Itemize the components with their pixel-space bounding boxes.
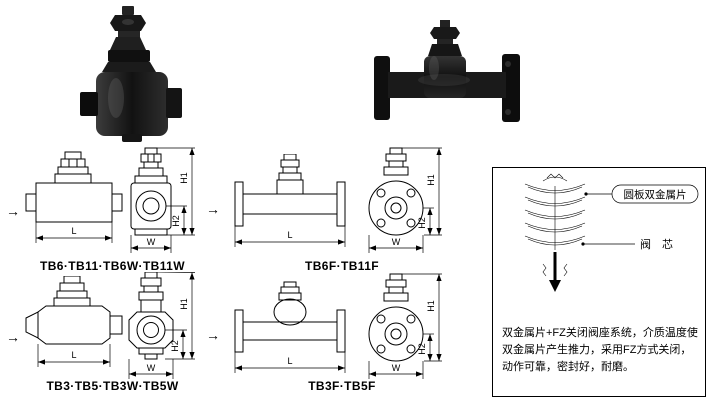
photo-flanged-steam-trap	[374, 20, 520, 122]
drawing-flanged-front-view-row2: H1 H2 W	[368, 273, 442, 379]
dimension-L: L	[37, 344, 111, 367]
dim-label-h1: H1	[426, 300, 436, 312]
flow-direction-arrow: →	[6, 329, 20, 345]
valve-core-label: 阀 芯	[640, 237, 673, 251]
dimension-W: W	[368, 235, 424, 253]
drawing-threaded-side-view-row2: L	[25, 276, 123, 367]
flow-direction-arrow: →	[206, 327, 220, 343]
drawing-flanged-side-view-row1: L	[234, 154, 346, 247]
model-caption-tb6-series: TB6·TB11·TB6W·TB11W	[40, 259, 185, 273]
bimetal-disc-label: 圆板双金属片	[624, 188, 687, 201]
drawing-flanged-side-view-row2: L	[234, 281, 346, 373]
dimension-W: W	[130, 235, 172, 253]
valve-outline	[234, 154, 346, 227]
dimension-H2: H2	[166, 205, 187, 235]
flow-direction-arrow: →	[6, 203, 20, 219]
photo-threaded-steam-trap	[80, 6, 182, 142]
dim-label-w: W	[147, 363, 156, 373]
dim-label-h1: H1	[426, 174, 436, 186]
principle-description: 双金属片+FZ关闭阀座系统，介质温度使双金属片产生推力，采用FZ方式关闭，动作可…	[502, 327, 698, 374]
dimension-H2: H2	[417, 333, 434, 361]
valve-outline	[128, 272, 174, 360]
dimension-W: W	[368, 361, 424, 379]
dim-label-l: L	[287, 230, 292, 240]
valve-outline	[25, 276, 123, 345]
label-valve-core-group: 阀 芯	[581, 237, 673, 251]
valve-core-spindle	[542, 252, 568, 292]
drawing-flanged-front-view-row1: H1 H2 W	[368, 147, 442, 253]
flow-direction-arrow: →	[206, 201, 220, 217]
drawing-threaded-front-view-row2: H1 H2 W	[128, 272, 196, 379]
dim-label-l: L	[71, 226, 76, 236]
valve-outline	[25, 151, 123, 223]
dimension-H1: H1	[402, 273, 442, 362]
valve-outline	[234, 281, 346, 353]
valve-outline	[368, 147, 424, 236]
dimension-W: W	[128, 359, 174, 379]
model-caption-tb6f-series: TB6F·TB11F	[304, 259, 379, 273]
working-principle-box: 圆板双金属片 阀 芯 双金属片+FZ关闭阀座系统，介质温度使双金属片产生推力，采…	[492, 167, 706, 397]
dim-label-h1: H1	[179, 172, 189, 184]
dimension-H1: H1	[156, 272, 196, 360]
bimetal-disc-stack	[524, 183, 586, 250]
label-bimetal-disc-group: 圆板双金属片	[584, 184, 699, 204]
dim-label-h2: H2	[171, 215, 181, 227]
dim-label-h2: H2	[417, 343, 427, 355]
dim-label-h2: H2	[417, 217, 427, 229]
model-caption-tb3f-series: TB3F·TB5F	[308, 379, 376, 393]
dimension-H2: H2	[417, 207, 434, 235]
bimetal-disc-stack-diagram: 圆板双金属片 阀 芯	[524, 173, 699, 292]
dimension-H2: H2	[165, 329, 187, 359]
dim-label-w: W	[392, 237, 401, 247]
dim-label-h2: H2	[170, 340, 180, 352]
dim-label-l: L	[71, 350, 76, 360]
drawing-threaded-side-view-row1: L	[25, 151, 123, 243]
dimension-L: L	[234, 226, 346, 247]
dim-label-l: L	[287, 356, 292, 366]
model-caption-tb3-series: TB3·TB5·TB3W·TB5W	[46, 379, 179, 393]
dimension-H1: H1	[402, 147, 442, 236]
drawing-threaded-front-view-row1: H1 H2 W	[130, 147, 195, 253]
dim-label-h1: H1	[179, 298, 189, 310]
dimension-L: L	[234, 352, 346, 373]
dim-label-w: W	[147, 237, 156, 247]
dimension-H1: H1	[157, 147, 195, 236]
valve-outline	[130, 147, 172, 236]
valve-outline	[368, 273, 424, 362]
dim-label-w: W	[392, 363, 401, 373]
dimension-L: L	[35, 222, 113, 243]
